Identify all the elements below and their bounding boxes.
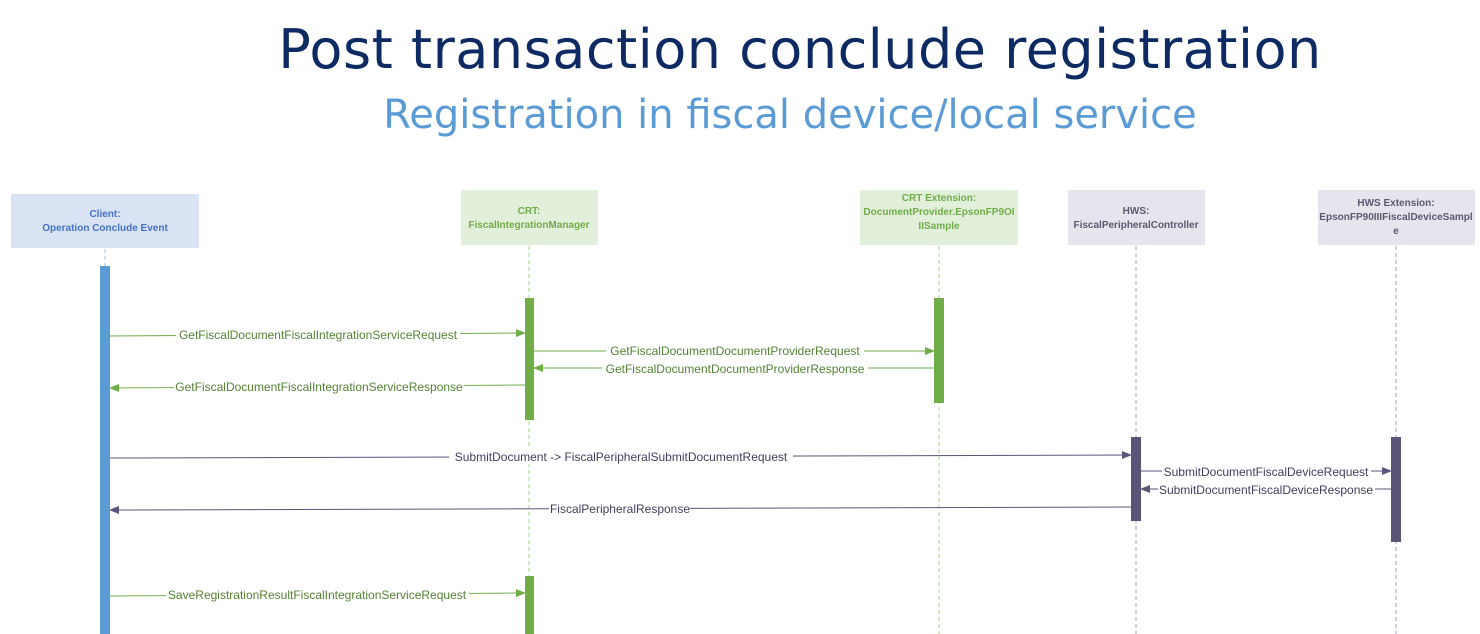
- participant-crt-extension: CRT Extension: DocumentProvider.EpsonFP9…: [860, 190, 1018, 245]
- participant-hws-line2: FiscalPeripheralController: [1073, 220, 1198, 231]
- participant-hws-ext-line3: e: [1393, 226, 1399, 237]
- message-5: SubmitDocument -> FiscalPeripheralSubmit…: [109, 449, 1132, 464]
- message-2: GetFiscalDocumentDocumentProviderRequest: [534, 344, 935, 359]
- message-4-label: GetFiscalDocumentFiscalIntegrationServic…: [175, 380, 463, 394]
- page-title: Post transaction conclude registration: [278, 18, 1322, 81]
- message-9-label: SaveRegistrationResultFiscalIntegrationS…: [168, 588, 467, 602]
- message-3: GetFiscalDocumentDocumentProviderRespons…: [533, 361, 934, 376]
- message-5-label: SubmitDocument -> FiscalPeripheralSubmit…: [455, 450, 788, 464]
- participant-hws-ext-line1: HWS Extension:: [1357, 198, 1434, 209]
- activation-client: [100, 266, 110, 634]
- activation-crt-extension: [934, 298, 944, 403]
- participant-client: Client: Operation Conclude Event: [11, 194, 199, 248]
- participant-hws: HWS: FiscalPeripheralController: [1068, 190, 1205, 245]
- participant-crt-ext-line2: DocumentProvider.EpsonFP9OI: [863, 207, 1014, 218]
- message-9: SaveRegistrationResultFiscalIntegrationS…: [109, 587, 526, 602]
- activation-crt-1: [525, 298, 534, 420]
- activation-hws: [1131, 437, 1141, 521]
- message-6-label: SubmitDocumentFiscalDeviceRequest: [1164, 465, 1369, 479]
- message-2-label: GetFiscalDocumentDocumentProviderRequest: [610, 344, 860, 358]
- lifelines: [104, 246, 1397, 634]
- message-6: SubmitDocumentFiscalDeviceRequest: [1141, 464, 1392, 479]
- participant-hws-ext-line2: EpsonFP90IIIFiscalDeviceSampl: [1319, 212, 1473, 223]
- participant-crt-line1: CRT:: [518, 206, 541, 217]
- message-1-label: GetFiscalDocumentFiscalIntegrationServic…: [179, 328, 458, 342]
- message-7: SubmitDocumentFiscalDeviceResponse: [1140, 482, 1391, 497]
- message-8: FiscalPeripheralResponse: [109, 501, 1132, 516]
- message-1: GetFiscalDocumentFiscalIntegrationServic…: [109, 327, 526, 342]
- page-subtitle: Registration in fiscal device/local serv…: [383, 92, 1197, 138]
- participant-crt-ext-line1: CRT Extension:: [902, 193, 976, 204]
- participant-crt-ext-line3: IISample: [918, 221, 960, 232]
- participant-crt: CRT: FiscalIntegrationManager: [461, 190, 598, 245]
- message-7-label: SubmitDocumentFiscalDeviceResponse: [1159, 483, 1373, 497]
- message-4: GetFiscalDocumentFiscalIntegrationServic…: [109, 379, 526, 394]
- activation-hws-extension: [1391, 437, 1401, 542]
- participant-client-line2: Operation Conclude Event: [42, 223, 168, 234]
- participant-client-line1: Client:: [89, 209, 120, 220]
- participant-crt-line2: FiscalIntegrationManager: [468, 220, 589, 231]
- participant-hws-extension: HWS Extension: EpsonFP90IIIFiscalDeviceS…: [1318, 190, 1475, 245]
- participant-hws-line1: HWS:: [1123, 206, 1150, 217]
- message-8-label: FiscalPeripheralResponse: [550, 502, 690, 516]
- activation-crt-2: [525, 576, 534, 634]
- message-3-label: GetFiscalDocumentDocumentProviderRespons…: [606, 362, 865, 376]
